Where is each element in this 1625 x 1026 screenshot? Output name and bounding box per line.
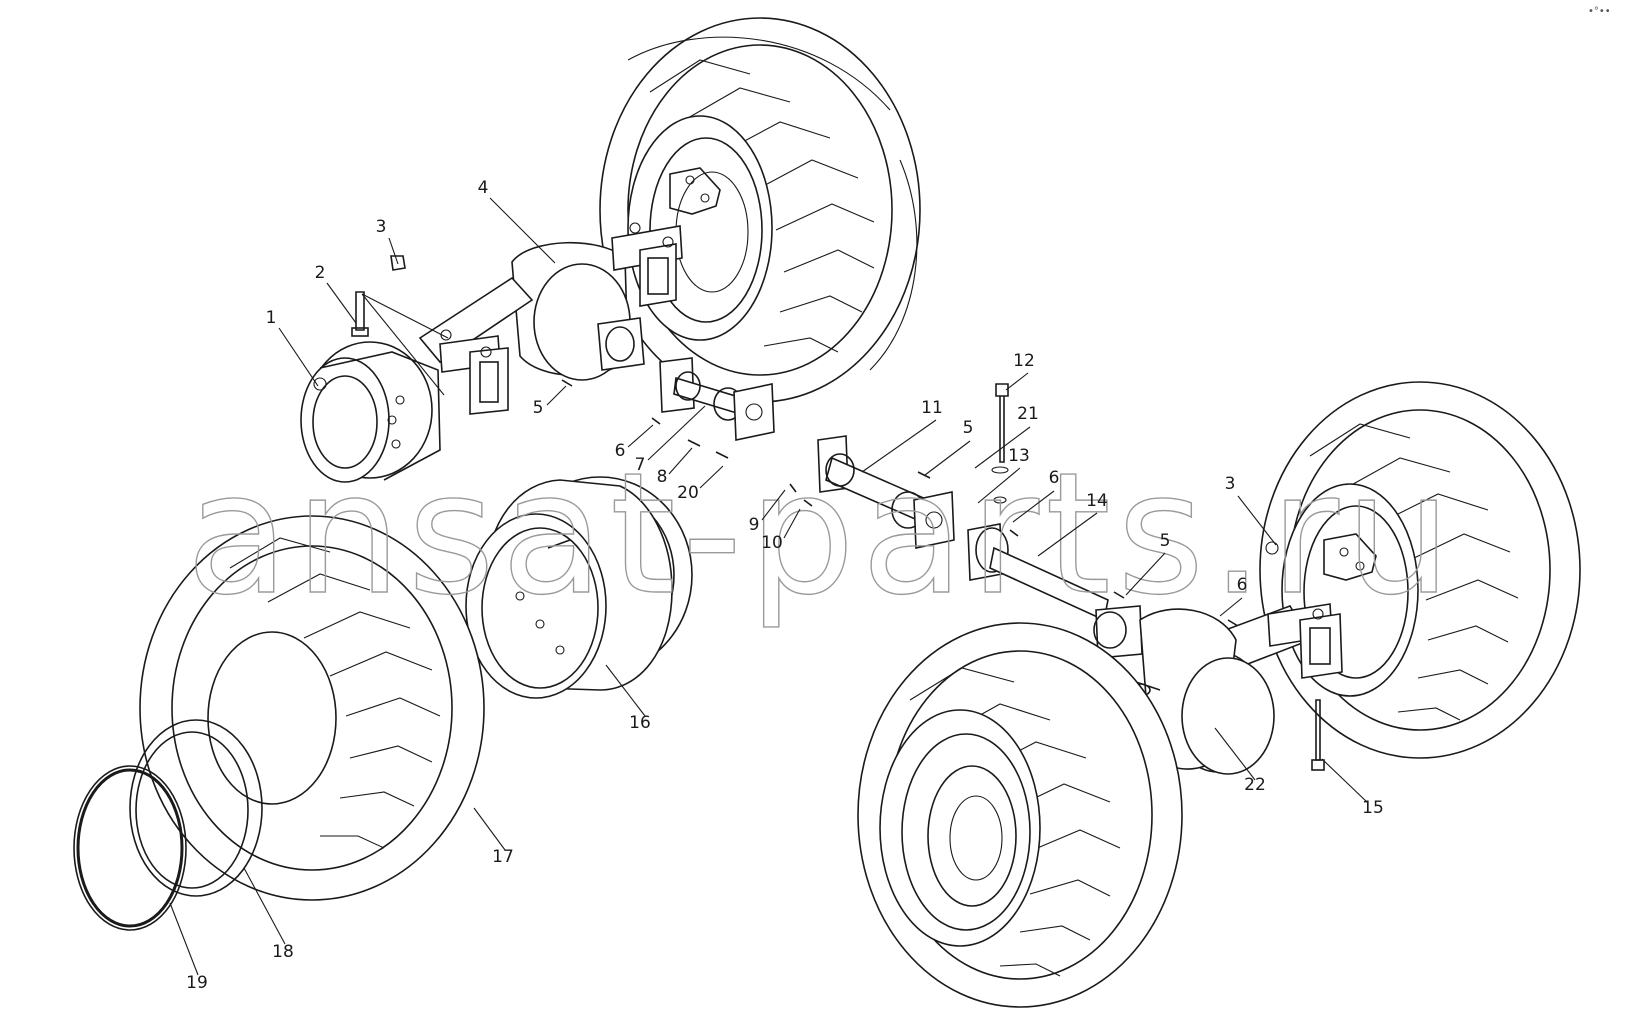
leader-line-15 [1321, 758, 1369, 804]
front-wheel [857, 622, 1183, 1008]
leader-line-5 [924, 440, 971, 476]
callout-20: 20 [677, 483, 699, 503]
leader-line-12 [1005, 372, 1029, 391]
callout-15: 15 [1362, 798, 1384, 818]
callout-13: 13 [1008, 446, 1030, 466]
leader-line-6 [627, 424, 654, 448]
callout-3: 3 [376, 217, 387, 237]
leader-line-3 [388, 237, 399, 265]
callout-18: 18 [272, 942, 294, 962]
callout-2: 2 [315, 263, 326, 283]
rim [465, 476, 693, 699]
callout-22: 22 [1244, 775, 1266, 795]
leader-line-9 [761, 489, 786, 521]
leader-line-11 [861, 419, 937, 473]
leader-line-1 [278, 327, 319, 387]
callout-1: 1 [266, 308, 277, 328]
callout-10: 10 [761, 533, 783, 553]
callout-17: 17 [492, 847, 514, 867]
callout-6: 6 [615, 441, 626, 461]
leader-line-2 [326, 282, 357, 324]
center-propshafts [789, 383, 1239, 659]
front-axle [1129, 541, 1343, 775]
leader-line-17 [473, 807, 506, 851]
leader-line-18 [243, 867, 286, 945]
leader-line-8 [668, 447, 693, 475]
leader-line-19 [169, 902, 199, 976]
callout-12: 12 [1013, 351, 1035, 371]
callout-5: 5 [1160, 531, 1171, 551]
leader-line-20 [699, 465, 724, 489]
leader-line-13 [977, 467, 1021, 504]
leader-line-14 [1037, 512, 1098, 557]
callout-16: 16 [629, 713, 651, 733]
leader-line-3 [1237, 495, 1277, 546]
upper-wheel [599, 17, 921, 403]
callout-11: 11 [921, 398, 943, 418]
tyre [139, 515, 485, 901]
leader-line-5 [546, 385, 567, 406]
corner-mark: •°•• [1588, 6, 1611, 17]
callout-14: 14 [1086, 491, 1108, 511]
callout-4: 4 [478, 178, 489, 198]
leader-line-10 [783, 508, 801, 539]
rim-rings [73, 719, 263, 931]
leader-line-6 [1219, 597, 1243, 617]
rear-axle [300, 222, 683, 483]
callout-8: 8 [657, 467, 668, 487]
callout-5: 5 [533, 398, 544, 418]
callout-6: 6 [1049, 468, 1060, 488]
callout-6: 6 [1237, 575, 1248, 595]
leader-line-5 [1125, 552, 1166, 596]
callout-19: 19 [186, 973, 208, 993]
leader-line-4 [489, 197, 556, 264]
callout-7: 7 [635, 455, 646, 475]
leader-line-7 [647, 405, 706, 461]
callout-5: 5 [963, 418, 974, 438]
front-propshaft [561, 357, 775, 459]
watermark: ansat-parts.ru [186, 436, 1457, 632]
callout-21: 21 [1017, 404, 1039, 424]
callout-9: 9 [749, 515, 760, 535]
leader-line-6 [1012, 490, 1055, 523]
leader-line-16 [605, 664, 646, 717]
leader-line-22 [1214, 727, 1256, 781]
leader-line-21 [974, 426, 1031, 469]
callout-3: 3 [1225, 474, 1236, 494]
